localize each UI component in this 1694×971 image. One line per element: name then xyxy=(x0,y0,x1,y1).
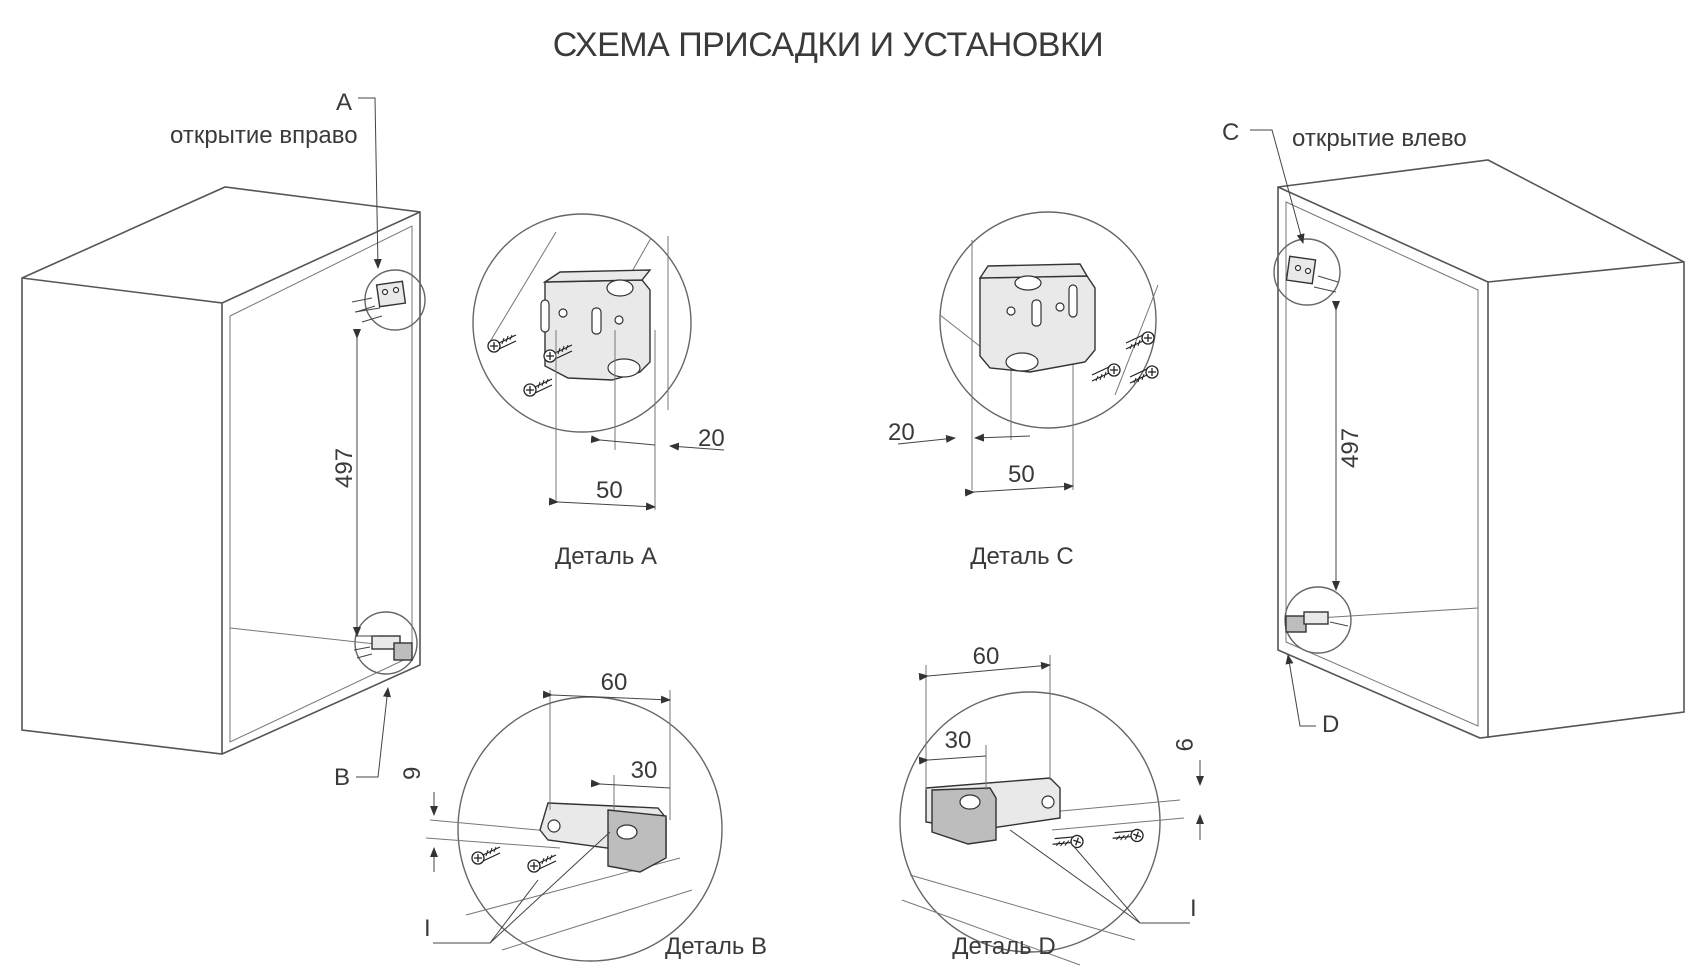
callout-circle-c xyxy=(1273,238,1341,306)
detail-b-drawing xyxy=(425,690,723,962)
detail-a-dim-width: 50 xyxy=(596,477,623,504)
opening-right-label: открытие вправо xyxy=(170,122,358,149)
left-height-dimension: 497 xyxy=(331,448,358,488)
detail-c-drawing xyxy=(897,211,1159,497)
detail-c-caption: Деталь C xyxy=(970,543,1073,570)
marker-c: C xyxy=(1222,119,1239,146)
callout-circle-b xyxy=(354,611,418,675)
diagram-title: СХЕМА ПРИСАДКИ И УСТАНОВКИ xyxy=(553,26,1103,64)
detail-a-drawing xyxy=(472,213,725,511)
callout-circle-a xyxy=(364,269,426,331)
detail-b-caption: Деталь B xyxy=(665,933,767,960)
marker-d: D xyxy=(1322,711,1339,738)
detail-b-dim-length: 60 xyxy=(601,669,628,696)
detail-d-marker: I xyxy=(1190,895,1197,922)
detail-c-dim-edge: 20 xyxy=(888,419,915,446)
marker-a: A xyxy=(336,89,352,116)
detail-d-dim-length: 60 xyxy=(973,643,1000,670)
detail-a-caption: Деталь A xyxy=(555,543,657,570)
detail-b-dim-height: 9 xyxy=(399,767,426,780)
marker-b: B xyxy=(334,764,350,791)
detail-c-dim-width: 50 xyxy=(1008,461,1035,488)
detail-d-drawing xyxy=(899,655,1204,966)
detail-b-dim-offset: 30 xyxy=(631,757,658,784)
right-cabinet xyxy=(1250,129,1685,739)
detail-a-dim-edge: 20 xyxy=(698,425,725,452)
detail-b-marker: I xyxy=(424,915,431,942)
opening-left-label: открытие влево xyxy=(1292,125,1467,152)
detail-d-caption: Деталь D xyxy=(952,933,1055,960)
callout-circle-d xyxy=(1284,586,1352,654)
detail-d-dim-height: 9 xyxy=(1170,738,1197,751)
left-cabinet xyxy=(21,97,426,778)
detail-d-dim-offset: 30 xyxy=(945,727,972,754)
right-height-dimension: 497 xyxy=(1337,428,1364,468)
